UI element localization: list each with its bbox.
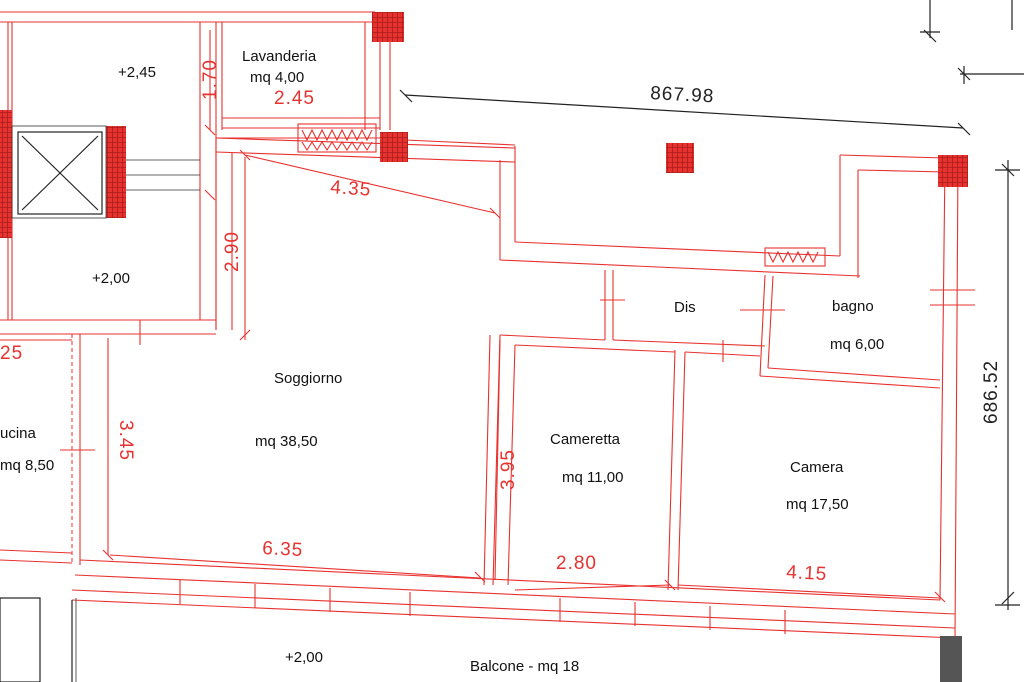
level-balcony: +2,00 — [285, 649, 323, 666]
dim-sogg-height: 3.45 — [115, 420, 136, 461]
dim-sogg-upper-height: 2.90 — [222, 231, 243, 272]
dimension-labels: 2.45 1.70 4.35 2.90 3.45 6.35 3.95 2.80 … — [0, 59, 828, 585]
dis-name: Dis — [674, 299, 696, 316]
dim-overall-height: 686.52 — [981, 360, 1002, 424]
level-mid-left: +2,00 — [92, 270, 130, 287]
dim-cucina-partial: 25 — [0, 343, 23, 364]
lavanderia-name: Lavanderia — [242, 48, 317, 65]
cameretta-area: mq 11,00 — [562, 469, 623, 486]
cucina-name: ucina — [0, 425, 37, 442]
soggiorno-name: Soggiorno — [274, 370, 342, 387]
overall-dimension-labels: 867.98 686.52 — [650, 83, 1002, 424]
dim-overall-width: 867.98 — [650, 83, 715, 107]
radiators — [297, 123, 826, 267]
dimension-lines — [102, 30, 946, 603]
dim-sogg-bottom-width: 6.35 — [262, 538, 304, 561]
dim-camera-width: 4.15 — [786, 562, 828, 585]
dim-sogg-top-width: 4.35 — [330, 177, 372, 201]
dim-cameretta-height: 3.95 — [498, 449, 519, 490]
lavanderia-area: mq 4,00 — [250, 69, 304, 86]
balcone-label: Balcone - mq 18 — [470, 658, 579, 675]
level-top-left: +2,45 — [118, 64, 156, 81]
columns — [372, 12, 968, 682]
elevator-shaft — [0, 110, 200, 238]
window-marks — [60, 289, 975, 634]
camera-area: mq 17,50 — [786, 496, 849, 513]
room-labels: Lavanderia mq 4,00 +2,45 +2,00 Soggiorno… — [0, 48, 884, 675]
camera-name: Camera — [790, 459, 844, 476]
bagno-area: mq 6,00 — [830, 336, 884, 353]
bagno-name: bagno — [832, 298, 874, 315]
dim-cameretta-width: 2.80 — [556, 553, 597, 574]
cameretta-name: Cameretta — [550, 431, 621, 448]
dim-lav-width: 2.45 — [274, 88, 315, 109]
dim-lav-height: 1.70 — [200, 59, 221, 100]
soggiorno-area: mq 38,50 — [255, 433, 318, 450]
outer-walls — [0, 11, 959, 641]
cucina-area: mq 8,50 — [0, 457, 54, 474]
